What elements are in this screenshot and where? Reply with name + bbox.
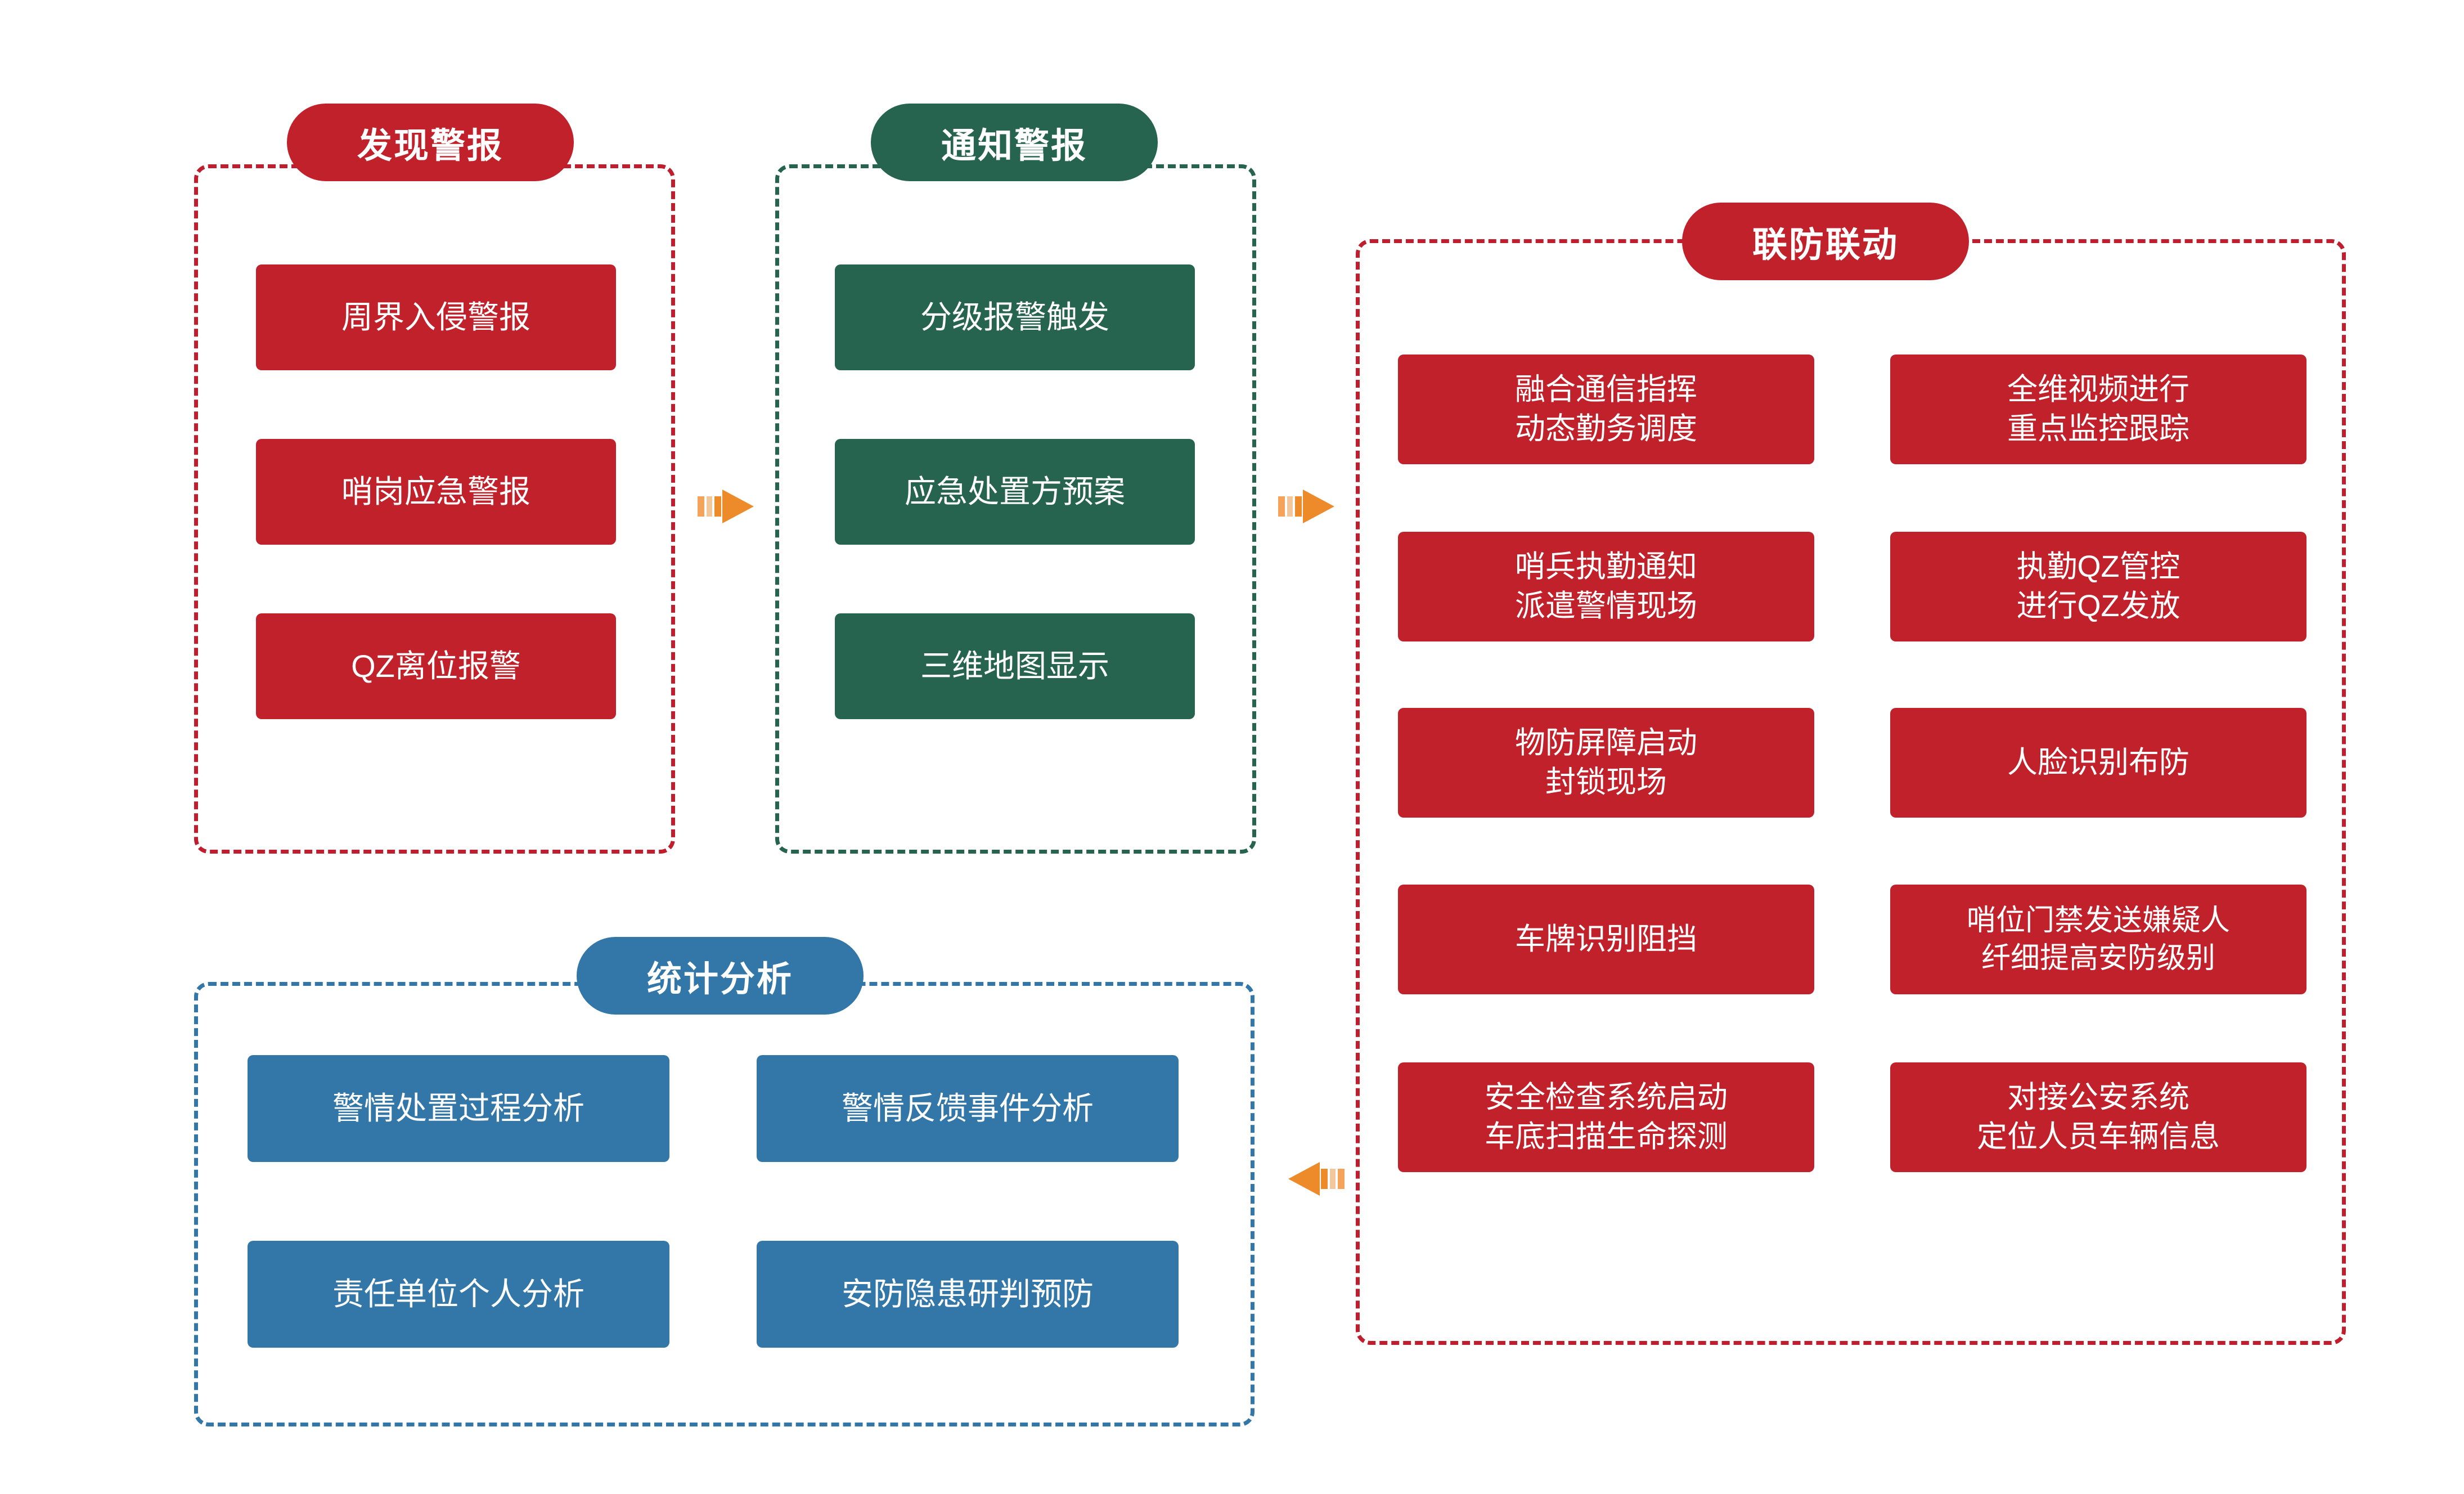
card-label: 哨岗应急警报 (341, 474, 530, 510)
card-statistics-2[interactable]: 责任单位个人分析 (248, 1241, 669, 1348)
card-label: 哨位门禁发送嫌疑人 纤细提高安防级别 (1966, 904, 2230, 975)
card-label: 人脸识别布防 (2007, 745, 2189, 779)
arrow-joint-to-statistics (1283, 1156, 1345, 1201)
card-joint-right-3[interactable]: 哨位门禁发送嫌疑人 纤细提高安防级别 (1890, 885, 2306, 994)
panel-joint-defense-header-label: 联防联动 (1752, 226, 1899, 264)
card-label: 责任单位个人分析 (332, 1276, 584, 1312)
card-label: 执勤QZ管控 进行QZ发放 (2016, 550, 2180, 623)
panel-notify-header-label: 通知警报 (941, 127, 1087, 165)
card-label: QZ离位报警 (351, 648, 521, 684)
arrow-discover-to-notify (698, 484, 759, 529)
panel-statistics-header: 统计分析 (577, 937, 864, 1015)
card-joint-right-0[interactable]: 全维视频进行 重点监控跟踪 (1890, 355, 2306, 464)
card-notify-1[interactable]: 应急处置方预案 (835, 439, 1195, 545)
card-notify-0[interactable]: 分级报警触发 (835, 264, 1195, 370)
card-label: 车牌识别阻挡 (1515, 922, 1697, 956)
card-label: 应急处置方预案 (905, 474, 1125, 510)
card-statistics-0[interactable]: 警情处置过程分析 (248, 1055, 669, 1162)
panel-discover-header: 发现警报 (287, 104, 574, 181)
card-label: 安全检查系统启动 车底扫描生命探测 (1485, 1080, 1728, 1154)
arrow-left-icon (1288, 1162, 1345, 1196)
card-label: 全维视频进行 重点监控跟踪 (2007, 373, 2189, 446)
card-joint-right-2[interactable]: 人脸识别布防 (1890, 708, 2306, 818)
card-joint-right-4[interactable]: 对接公安系统 定位人员车辆信息 (1890, 1062, 2306, 1172)
panel-statistics-header-label: 统计分析 (646, 960, 793, 999)
panel-statistics (194, 982, 1255, 1426)
card-label: 警情反馈事件分析 (842, 1091, 1094, 1127)
card-label: 物防屏障启动 封锁现场 (1515, 726, 1697, 799)
arrow-notify-to-joint (1278, 484, 1340, 529)
arrow-right-icon (698, 490, 754, 523)
card-label: 哨兵执勤通知 派遣警情现场 (1515, 550, 1697, 623)
card-label: 分级报警触发 (920, 299, 1109, 335)
card-joint-right-1[interactable]: 执勤QZ管控 进行QZ发放 (1890, 532, 2306, 641)
panel-joint-defense-header: 联防联动 (1682, 203, 1969, 280)
card-notify-2[interactable]: 三维地图显示 (835, 613, 1195, 719)
card-label: 安防隐患研判预防 (842, 1276, 1094, 1312)
arrow-right-icon (1278, 490, 1334, 523)
card-label: 周界入侵警报 (341, 299, 530, 335)
card-label: 三维地图显示 (920, 648, 1109, 684)
card-label: 警情处置过程分析 (332, 1091, 584, 1127)
panel-notify-header: 通知警报 (871, 104, 1158, 181)
card-discover-1[interactable]: 哨岗应急警报 (256, 439, 616, 545)
card-label: 融合通信指挥 动态勤务调度 (1515, 373, 1697, 446)
card-discover-2[interactable]: QZ离位报警 (256, 613, 616, 719)
card-discover-0[interactable]: 周界入侵警报 (256, 264, 616, 370)
card-joint-left-1[interactable]: 哨兵执勤通知 派遣警情现场 (1398, 532, 1814, 641)
card-label: 对接公安系统 定位人员车辆信息 (1977, 1080, 2220, 1154)
card-statistics-1[interactable]: 警情反馈事件分析 (757, 1055, 1179, 1162)
card-joint-left-0[interactable]: 融合通信指挥 动态勤务调度 (1398, 355, 1814, 464)
card-joint-left-4[interactable]: 安全检查系统启动 车底扫描生命探测 (1398, 1062, 1814, 1172)
card-joint-left-3[interactable]: 车牌识别阻挡 (1398, 885, 1814, 994)
panel-discover-header-label: 发现警报 (357, 127, 503, 165)
card-joint-left-2[interactable]: 物防屏障启动 封锁现场 (1398, 708, 1814, 818)
card-statistics-3[interactable]: 安防隐患研判预防 (757, 1241, 1179, 1348)
